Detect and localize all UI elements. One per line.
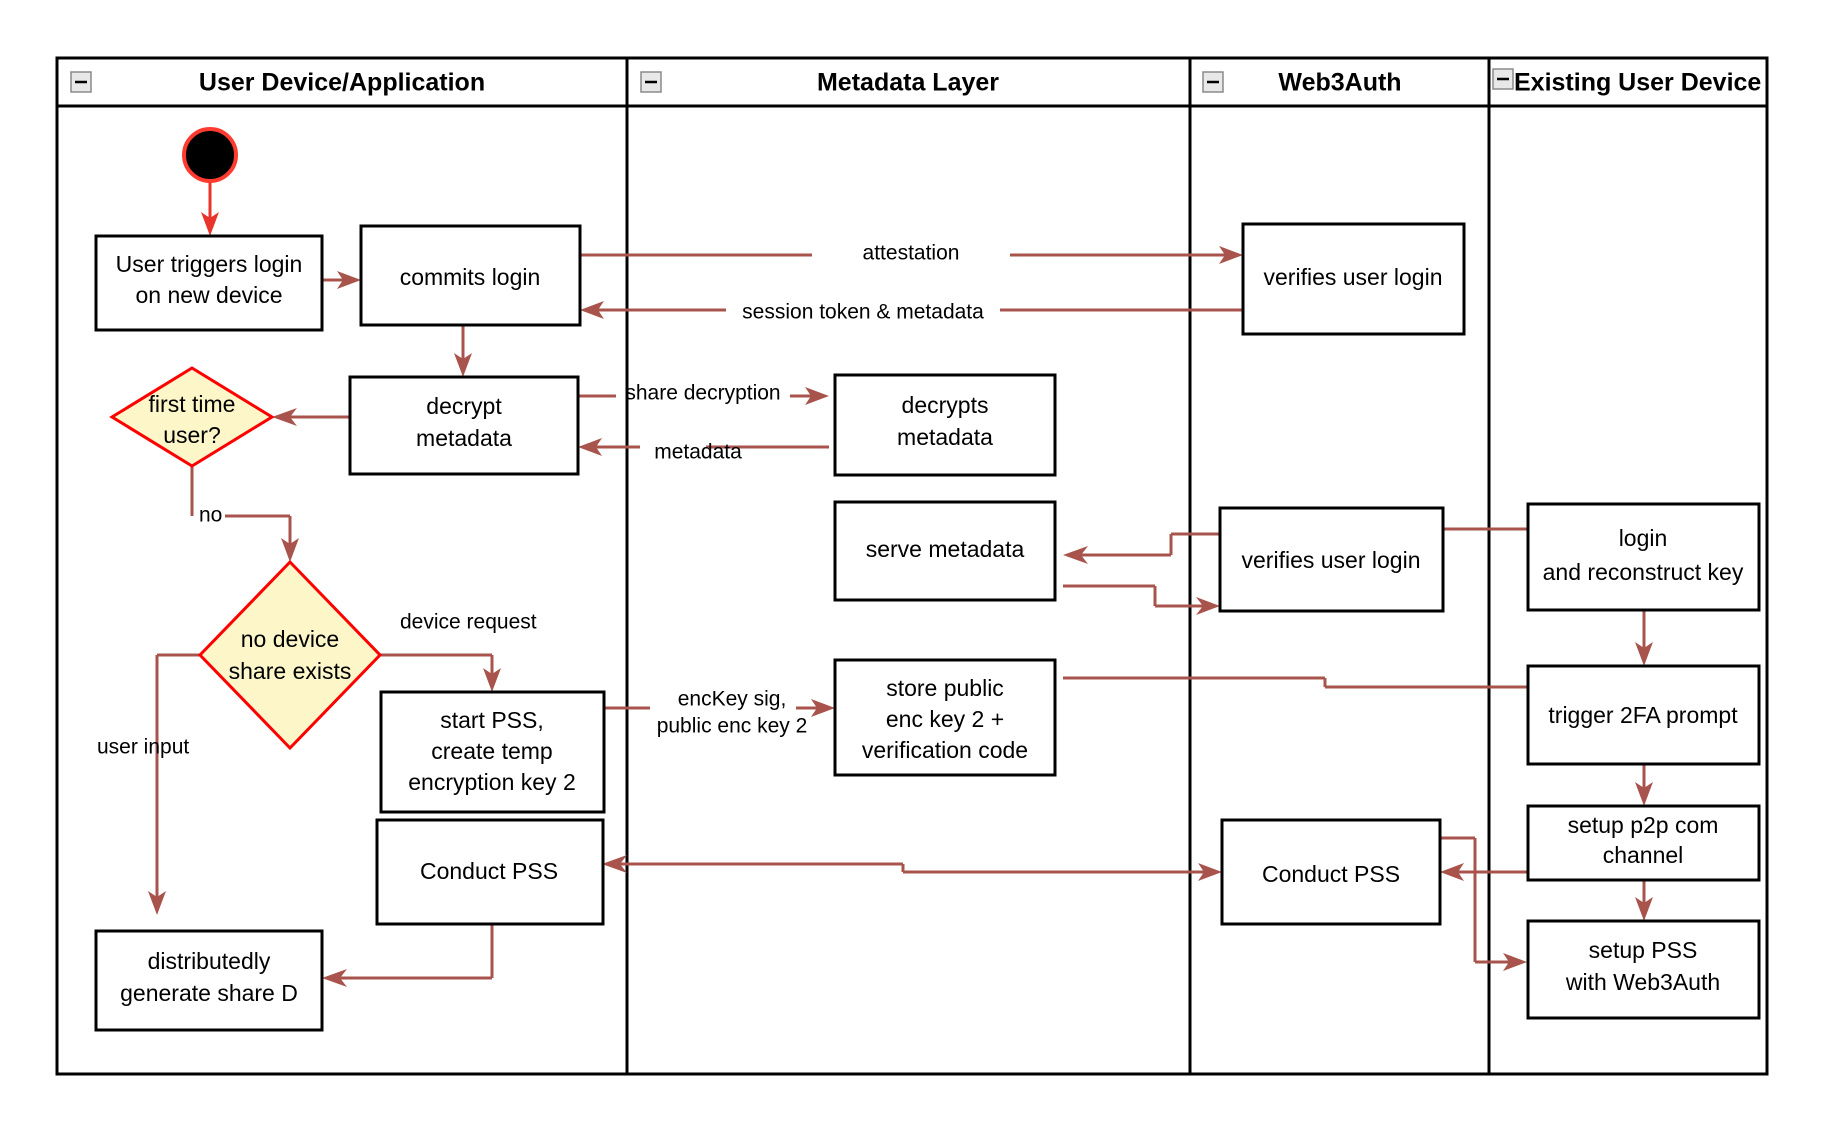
node-line: User triggers login [116,251,303,277]
node-login-reconstruct-key[interactable]: login and reconstruct key [1526,502,1761,612]
node-conduct-pss-web3auth[interactable]: Conduct PSS [1220,818,1442,926]
node-line: and reconstruct key [1543,559,1744,585]
node-line: user? [163,422,221,448]
edge-commits-to-decrypt [454,325,472,377]
node-line: setup p2p com [1568,812,1719,838]
node-line: verification code [862,737,1028,763]
edge-label-no: no [199,504,222,527]
edge-label-share-decryption: share decryption [625,382,780,405]
node-decrypt-metadata[interactable]: decrypt metadata [348,375,580,476]
node-line: enc key 2 + [886,706,1004,732]
node-commits-login[interactable]: commits login [359,224,582,327]
node-line: first time [149,391,236,417]
edge-setup-pss-to-conduct-pss-web3auth [1440,863,1527,881]
node-line: channel [1603,842,1684,868]
node-line: trigger 2FA prompt [1548,702,1738,728]
node-line: metadata [416,425,512,451]
node-store-public-enc-key[interactable]: store public enc key 2 + verification co… [833,658,1057,777]
edge-label-attestation: attestation [863,242,960,265]
node-no-device-share-exists[interactable]: no device share exists [197,559,383,751]
edge-login-to-trigger-2fa [1635,610,1653,666]
node-line: distributedly [148,948,271,974]
node-line: encryption key 2 [408,769,575,795]
node-line: create temp [431,738,552,764]
node-line: decrypt [426,393,502,419]
node-line: setup PSS [1589,937,1698,963]
edge-verifies2-to-serve-metadata [1063,532,1220,564]
lane-collapse-icon-user-device[interactable] [70,71,92,93]
lane-title-web3auth: Web3Auth [1278,69,1401,97]
edge-serve-metadata-to-verifies2 [1063,584,1220,615]
node-setup-p2p-com-channel[interactable]: setup p2p com channel [1526,804,1761,882]
edge-label-metadata: metadata [654,441,742,464]
node-line: metadata [897,424,993,450]
edge-no-branch [190,466,299,562]
node-line: no device [241,626,339,652]
lane-title-metadata: Metadata Layer [817,69,999,97]
node-line: commits login [400,264,541,290]
node-distributedly-generate-share-d[interactable]: distributedly generate share D [94,929,324,1032]
node-line: serve metadata [866,536,1025,562]
node-line: Conduct PSS [1262,861,1400,887]
edge-conduct-pss-to-setup-pss [1440,836,1527,971]
node-decrypts-metadata[interactable]: decrypts metadata [833,373,1057,477]
node-line: with Web3Auth [1565,969,1720,995]
edge-session-token [580,301,1243,319]
edge-into-conduct-pss-web3auth [1198,863,1222,881]
edge-enckey-sig [604,699,835,717]
node-line: verifies user login [1264,264,1443,290]
edge-user-triggers-to-commits [322,271,361,289]
node-verifies-user-login-2[interactable]: verifies user login [1218,506,1445,613]
node-conduct-pss-user[interactable]: Conduct PSS [375,818,605,926]
node-user-triggers-login[interactable]: User triggers login on new device [94,234,324,332]
edge-label-enckey-line1: encKey sig, [678,688,787,711]
node-line: on new device [135,282,282,308]
edge-label-user-input: user input [97,736,189,759]
edge-device-request [380,653,501,692]
edge-metadata-return [578,438,829,456]
node-line: decrypts [902,392,989,418]
edge-conduct-pss-web3auth-to-user [602,855,1205,874]
edge-start-to-user-triggers-login [201,182,219,236]
lane-title-existing-device: Existing User Device [1514,69,1761,97]
edge-label-device-request: device request [400,611,537,634]
node-line: store public [886,675,1004,701]
node-line: login [1619,525,1668,551]
node-line: verifies user login [1242,547,1421,573]
node-line: start PSS, [440,707,544,733]
edge-user-input [148,653,200,915]
edge-conduct-pss-to-share-d [322,924,494,987]
edge-label-session-token: session token & metadata [742,301,984,324]
edge-label-enckey-line2: public enc key 2 [657,715,808,738]
lane-title-user-device: User Device/Application [199,69,485,97]
node-line: generate share D [120,980,298,1006]
edge-decrypt-to-first-time-user [272,408,350,426]
lane-collapse-icon-web3auth[interactable] [1202,71,1224,93]
start-node-circle [182,127,238,183]
node-setup-pss-with-web3auth[interactable]: setup PSS with Web3Auth [1526,919,1761,1020]
node-line: share exists [229,658,352,684]
node-line: Conduct PSS [420,858,558,884]
edge-trigger2fa-to-p2p [1635,764,1653,806]
node-serve-metadata[interactable]: serve metadata [833,500,1057,602]
node-trigger-2fa-prompt[interactable]: trigger 2FA prompt [1526,664,1761,766]
node-start-pss[interactable]: start PSS, create temp encryption key 2 [379,690,606,814]
lane-collapse-icon-existing-device[interactable] [1492,68,1514,90]
edge-p2p-to-setup-pss [1635,880,1653,921]
lane-collapse-icon-metadata[interactable] [640,71,662,93]
node-verifies-user-login-1[interactable]: verifies user login [1241,222,1466,336]
edge-share-decryption [578,387,829,405]
node-first-time-user[interactable]: first time user? [109,366,275,468]
edge-attestation [580,246,1243,264]
